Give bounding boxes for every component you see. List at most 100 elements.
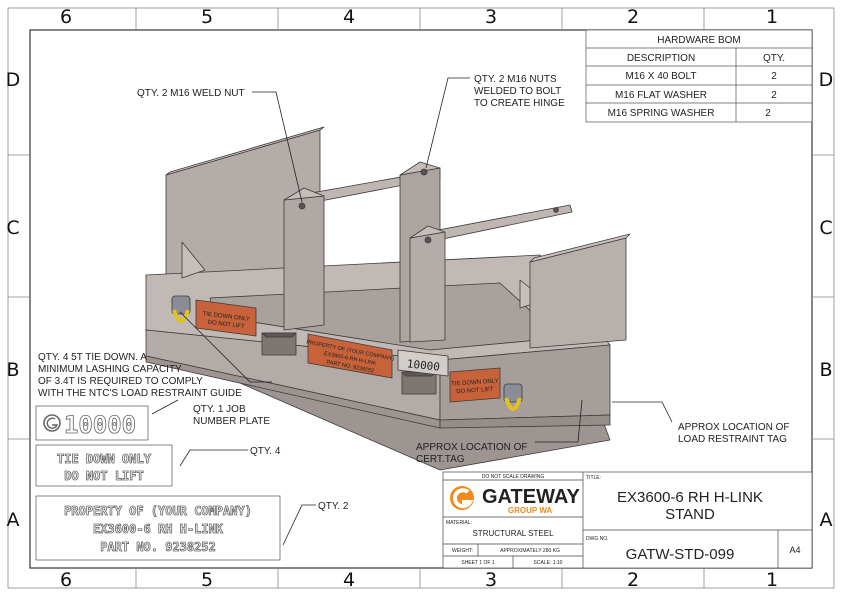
zone-row-a-right: A xyxy=(820,509,833,531)
note-nuts-hinge: WELDED TO BOLT xyxy=(474,86,561,97)
note-tiedown: OF 3.4T IS REQUIRED TO COMPLY xyxy=(38,376,203,387)
note-tiedown: MINIMUM LASHING CAPACITY xyxy=(38,364,182,375)
note-qty4: QTY. 4 xyxy=(250,446,281,457)
zone-labels-bottom: 6 5 4 3 2 1 xyxy=(60,569,778,591)
stand-model xyxy=(145,126,631,471)
note-nuts-hinge: QTY. 2 M16 NUTS xyxy=(474,74,557,85)
zone-ticks xyxy=(8,8,834,588)
gusset-left xyxy=(181,241,206,279)
property-plate-line: PROPERTY OF (YOUR COMPANY) xyxy=(64,504,252,518)
tiedown-ring-icon xyxy=(172,309,190,323)
zone-row-b-right: B xyxy=(819,359,832,381)
note-cert-tag: APPROX LOCATION OF xyxy=(416,442,528,453)
zone-col-3: 3 xyxy=(485,6,497,28)
zone-col-2-bottom: 2 xyxy=(627,569,639,591)
model-tag-text: TIE DOWN ONLY xyxy=(202,311,250,323)
bolt-hole-icon xyxy=(420,168,428,176)
link-bracket-left xyxy=(283,195,325,331)
property-plate xyxy=(35,495,281,561)
model-tag-text: TIE DOWN ONLY xyxy=(451,378,499,387)
bom-item-qty: 2 xyxy=(771,71,777,82)
tiedown-anchor-icon xyxy=(171,295,191,315)
note-tiedown: WITH THE NTC'S LOAD RESTRAINT GUIDE xyxy=(38,388,242,399)
model-job-number: 10000 xyxy=(406,357,440,373)
property-tag xyxy=(307,333,393,379)
link-bracket-mid-top xyxy=(399,161,441,176)
gateway-g-icon-inner xyxy=(46,417,59,429)
zone-row-c-right: C xyxy=(819,217,832,239)
tb-sheet: SHEET 1 OF 1 xyxy=(461,560,494,566)
bolt-hole-icon xyxy=(553,207,559,213)
zone-col-5-bottom: 5 xyxy=(201,569,213,591)
front-plate-right xyxy=(529,237,627,349)
tiedown-plate-line: TIE DOWN ONLY xyxy=(57,452,152,466)
tb-material-label: MATERIAL: xyxy=(446,520,472,526)
bom-item-description: M16 SPRING WASHER xyxy=(608,108,715,119)
bom-item-qty: 2 xyxy=(765,108,771,119)
zone-labels-right: D C B A xyxy=(819,69,834,531)
tiedown-anchor-icon xyxy=(503,383,523,403)
outer-border xyxy=(7,7,835,589)
title-block xyxy=(442,471,813,569)
tb-dwg-label: DWG NO. xyxy=(586,536,609,542)
bom-item-description: M16 X 40 BOLT xyxy=(626,71,697,82)
note-load-restraint: APPROX LOCATION OF xyxy=(678,422,790,433)
zone-labels-top: 6 5 4 3 2 1 xyxy=(60,6,778,28)
tb-company: GATEWAY xyxy=(482,486,580,508)
bom-item-description: M16 FLAT WASHER xyxy=(615,90,707,101)
zone-col-3-bottom: 3 xyxy=(485,569,497,591)
zone-row-d: D xyxy=(6,69,21,91)
front-slot-left-shadow xyxy=(261,332,297,338)
note-tiedown: QTY. 4 5T TIE DOWN. A xyxy=(38,352,147,363)
zone-row-d-right: D xyxy=(819,69,834,91)
tb-weight-label: WEIGHT: xyxy=(452,548,473,554)
bom-item-qty: 2 xyxy=(771,90,777,101)
note-qty2: QTY. 2 xyxy=(318,501,349,512)
note-load-restraint: LOAD RESTRAINT TAG xyxy=(678,434,787,445)
link-bracket-left-top xyxy=(283,187,325,201)
bom-table xyxy=(585,29,813,123)
zone-col-6: 6 xyxy=(60,6,72,28)
inner-border xyxy=(29,29,813,569)
note-weld-nut: QTY. 2 M16 WELD NUT xyxy=(137,88,245,99)
link-bracket-right xyxy=(409,231,446,343)
tb-title: EX3600-6 RH H-LINK xyxy=(617,489,763,506)
tiedown-tag-right xyxy=(449,367,501,403)
tiedown-ring-icon xyxy=(504,397,522,411)
tb-material: STRUCTURAL STEEL xyxy=(472,529,554,538)
tb-scale: SCALE: 1:10 xyxy=(534,560,563,566)
model-tag-text: DO NOT LIFT xyxy=(207,320,245,331)
gateway-logo xyxy=(450,486,474,510)
property-plate-line: EX3600-6 RH H-LINK xyxy=(93,522,224,536)
bom-title: HARDWARE BOM xyxy=(657,35,741,46)
note-cert-tag: CERT.TAG xyxy=(416,454,465,465)
tiedown-tag-left xyxy=(195,299,257,337)
bolt-hole-icon xyxy=(298,202,306,210)
model-tag-text: DO NOT LIFT xyxy=(456,387,494,396)
zone-row-c: C xyxy=(6,217,19,239)
zone-col-2: 2 xyxy=(627,6,639,28)
tb-do-not-scale: DO NOT SCALE DRAWING xyxy=(482,474,545,480)
link-bracket-right-top xyxy=(409,225,446,239)
job-number-text: 10000 xyxy=(64,411,136,439)
tb-title: STAND xyxy=(665,506,715,523)
tb-size: A4 xyxy=(789,545,800,555)
zone-col-1: 1 xyxy=(766,6,778,28)
rear-plate-left-edge xyxy=(165,126,325,176)
note-job-plate: NUMBER PLATE xyxy=(193,416,270,427)
bom-header-description: DESCRIPTION xyxy=(627,53,695,64)
right-flange xyxy=(439,414,611,429)
zone-col-1-bottom: 1 xyxy=(766,569,778,591)
bolt-hole-icon xyxy=(424,236,432,244)
tiedown-plate-line: DO NOT LIFT xyxy=(64,469,143,483)
gateway-g-icon xyxy=(43,414,61,432)
tb-weight: APPROXIMATELY 280 KG xyxy=(500,548,560,554)
job-plate-on-beam xyxy=(397,349,449,377)
note-job-plate: QTY. 1 JOB xyxy=(193,404,246,415)
tiedown-plate xyxy=(35,444,173,487)
tb-company-sub: GROUP WA xyxy=(508,506,553,515)
gateway-logo-g xyxy=(452,488,474,509)
note-nuts-hinge: TO CREATE HINGE xyxy=(474,98,565,109)
zone-row-a: A xyxy=(7,509,20,531)
